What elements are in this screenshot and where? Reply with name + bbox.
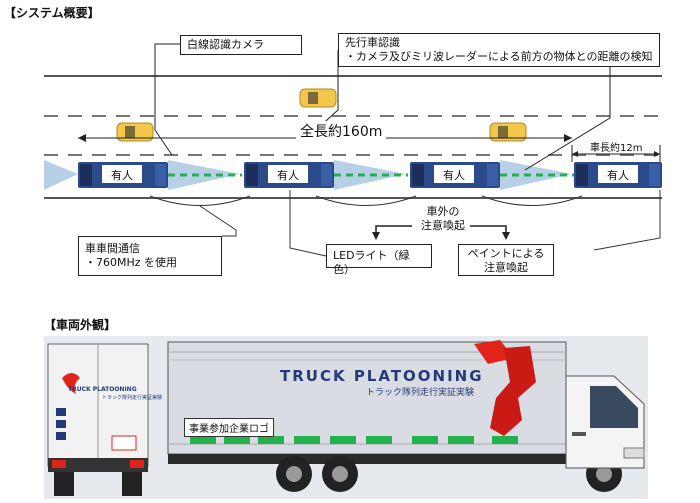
alert-arrow (375, 225, 412, 236)
arrow-head-left-icon (572, 151, 578, 157)
cab-window (590, 386, 638, 428)
car-icon (299, 88, 337, 108)
paint-alert-line1: ペイントによる (467, 247, 545, 260)
led-light-label: LEDライト（緑色） (333, 249, 410, 276)
red-graphic (490, 346, 536, 436)
tail-light-icon (52, 460, 66, 468)
v2v-arc (149, 195, 251, 206)
outside-alert-line2: 注意喚起 (421, 219, 465, 232)
platooning-diagram (44, 43, 662, 257)
tail-light-icon (130, 460, 144, 468)
outside-alert-label: 車外の 注意喚起 (416, 205, 470, 233)
arrow-down-icon (372, 232, 380, 240)
alert-arrow (470, 225, 507, 236)
truck-driver-label: 有人 (277, 169, 299, 182)
sensor-cone-icon (44, 160, 78, 190)
v2v-callout: 車車間通信 ・760MHz を使用 (78, 236, 222, 276)
arrow-head-right-icon (654, 151, 660, 157)
truck-icon (244, 162, 334, 188)
v2v-title: 車車間通信 (85, 242, 140, 255)
led-light-callout: LEDライト（緑色） (326, 244, 432, 276)
rear-platooning-subtitle: トラック隊列走行実証実験 (102, 395, 163, 401)
truck-driver-label: 有人 (443, 169, 465, 182)
leader-line (593, 190, 661, 251)
arrow-head-right-icon (564, 134, 572, 142)
side-platooning-logo: TRUCK PLATOONING (280, 367, 484, 385)
rear-platooning-logo: TRUCK PLATOONING (68, 386, 137, 393)
leader-line (289, 190, 327, 257)
truck-driver-label: 有人 (607, 169, 629, 182)
arrow-head-left-icon (78, 134, 86, 142)
lead-vehicle-desc: ・カメラ及びミリ波レーダーによる前方の物体との距離の検知 (345, 50, 653, 63)
leader-line (199, 205, 237, 237)
lead-vehicle-title: 先行車認識 (345, 36, 400, 49)
white-line-camera-callout: 白線認識カメラ (180, 35, 302, 55)
outside-alert-line1: 車外の (426, 205, 460, 218)
paint-alert-line2: 注意喚起 (484, 261, 528, 274)
white-line-camera-label: 白線認識カメラ (187, 38, 264, 51)
company-logos-label: 事業参加企業ロゴ (184, 418, 274, 437)
v2v-desc: ・760MHz を使用 (85, 256, 178, 269)
v2v-arc (315, 195, 417, 206)
leader-line (524, 66, 611, 171)
truck-icon (78, 162, 168, 188)
v2v-arc (481, 195, 583, 206)
overview-section-title: 【システム概要】 (4, 6, 100, 20)
car-icon (489, 122, 527, 142)
truck-icon (574, 162, 662, 188)
total-length-label: 全長約160m (296, 121, 387, 141)
leader-line (154, 43, 180, 156)
vehicle-exterior-illustration (47, 340, 645, 496)
vehicle-exterior-panel: TRUCK PLATOONING トラック隊列走行実証実験 TRUCK PLAT… (44, 336, 648, 499)
truck-icon (410, 162, 500, 188)
arrow-down-icon (502, 232, 510, 240)
platooning-logo-icon (62, 373, 80, 394)
vehicle-length-label: 車長約12m (590, 143, 643, 154)
exterior-section-title: 【車両外観】 (44, 318, 117, 332)
side-platooning-subtitle: トラック隊列走行実証実験 (366, 388, 475, 398)
truck-driver-label: 有人 (111, 169, 133, 182)
car-icon (116, 122, 154, 142)
lead-vehicle-callout: 先行車認識 ・カメラ及びミリ波レーダーによる前方の物体との距離の検知 (338, 33, 660, 67)
red-graphic (474, 340, 514, 364)
paint-alert-callout: ペイントによる 注意喚起 (458, 244, 554, 276)
led-strip (190, 436, 518, 444)
